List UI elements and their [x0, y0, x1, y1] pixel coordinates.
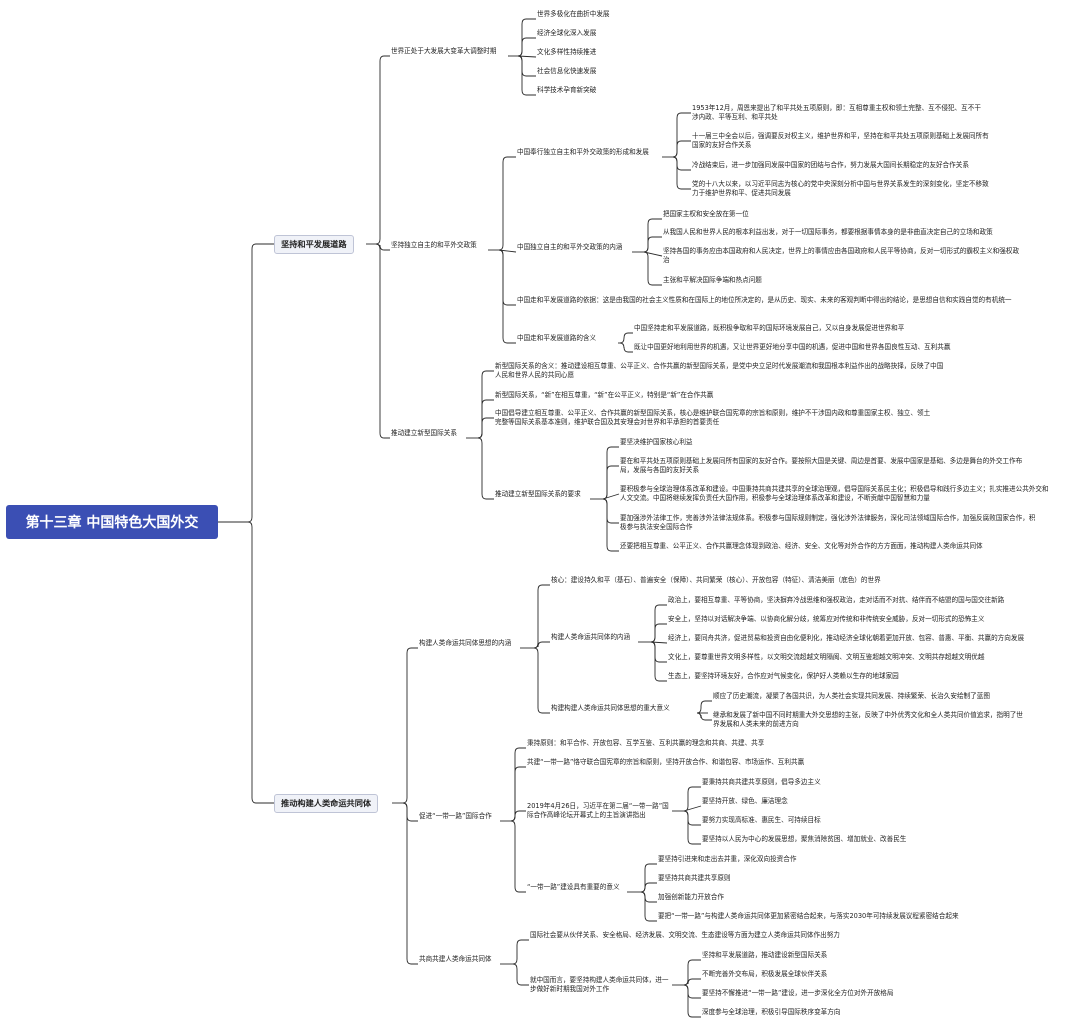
node-requirement-item[interactable]: 还要把相互尊重、公平正义、合作共赢理念体现到政治、经济、安全、文化等对外合作的方…: [620, 542, 983, 550]
node-china-item[interactable]: 不断完善外交布局，积极发展全球伙伴关系: [702, 970, 828, 978]
node-belt-road[interactable]: 促进“一带一路”国际合作: [419, 812, 492, 820]
node-development-meaning[interactable]: 中国走和平发展道路的含义: [517, 334, 597, 342]
node-thought-significance[interactable]: 构建构建人类命运共同体思想的重大意义: [551, 704, 670, 712]
node-world[interactable]: 世界正处于大发展大变革大调整时期: [391, 47, 497, 55]
node-relations-requirements[interactable]: 推动建立新型国际关系的要求: [495, 490, 581, 498]
node-formation-item[interactable]: 1953年12月，周恩来提出了和平共处五项原则，即：互相尊重主权和领土完整、互不…: [692, 104, 981, 121]
node-importance-item[interactable]: 要坚持引进来和走出去并重，深化双向投资合作: [658, 855, 797, 863]
node-requirement-item[interactable]: 要坚决维护国家核心利益: [620, 438, 693, 446]
node-speech-item[interactable]: 要秉持共商共建共享原则，倡导多边主义: [702, 778, 821, 786]
node-speech-item[interactable]: 要坚持以人民为中心的发展思想，聚焦消除贫困、增加就业、改善民生: [702, 835, 907, 843]
node-world-item[interactable]: 社会信息化快速发展: [537, 67, 597, 75]
node-meaning-item[interactable]: 既让中国更好地利用世界的机遇，又让世界更好地分享中国的机遇，促进中国和世界各国良…: [634, 343, 951, 351]
node-policy-content[interactable]: 中国独立自主的和平外交政策的内涵: [517, 243, 623, 251]
node-significance-item[interactable]: 顺应了历史潮流，凝聚了各国共识，为人类社会实现共同发展、持续繁荣、长治久安绘制了…: [713, 692, 990, 700]
node-requirement-item[interactable]: 要积极参与全球治理体系改革和建设。中国秉持共商共建共享的全球治理观，倡导国际关系…: [620, 485, 1049, 502]
node-content-item[interactable]: 把国家主权和安全放在第一位: [663, 210, 749, 218]
node-thought-connotation[interactable]: 构建人类命运共同体的内涵: [551, 633, 631, 641]
node-meaning-item[interactable]: 中国坚持走和平发展道路，既积极争取和平的国际环境发展自己，又以自身发展促进世界和…: [634, 324, 905, 332]
node-thought-core[interactable]: 核心：建设持久和平（基石）、普遍安全（保障）、共同繁荣（核心）、开放包容（特征）…: [551, 576, 881, 584]
node-policy-formation[interactable]: 中国奉行独立自主和平外交政策的形成和发展: [517, 148, 649, 156]
node-requirement-item[interactable]: 要在和平共处五项原则基础上发展同所有国家的友好合作。要按照大国是关键、周边是首要…: [620, 457, 1023, 474]
node-china-item[interactable]: 要坚持不懈推进“一带一路”建设，进一步深化全方位对外开放格局: [702, 989, 894, 997]
node-formation-item[interactable]: 冷战结束后，进一步加强同发展中国家的团结与合作，努力发展大国间长期稳定的友好合作…: [692, 161, 969, 169]
node-china-item[interactable]: 深度参与全球治理，积极引导国际秩序变革方向: [702, 1008, 841, 1016]
node-community-build[interactable]: 共商共建人类命运共同体: [419, 955, 492, 963]
node-speech-item[interactable]: 要坚持开放、绿色、廉洁理念: [702, 797, 788, 805]
node-content-item[interactable]: 坚持各国的事务应由本国政府和人民决定，世界上的事情应由各国政府和人民平等协商，反…: [663, 247, 1020, 264]
node-requirement-item[interactable]: 要加强涉外法律工作，完善涉外法律法规体系。积极参与国际规则制定，强化涉外法律服务…: [620, 514, 1036, 531]
node-formation-item[interactable]: 党的十八大以来，以习近平同志为核心的党中央深刻分析中国与世界关系发生的深刻变化，…: [692, 180, 989, 197]
node-importance-item[interactable]: 要坚持共商共建共享原则: [658, 874, 731, 882]
node-community-intl[interactable]: 国际社会要从伙伴关系、安全格局、经济发展、文明交流、生态建设等方面为建立人类命运…: [530, 931, 840, 939]
node-belt-road-joint[interactable]: 共建“一带一路”恪守联合国宪章的宗旨和原则，坚持开放合作、和谐包容、市场运作、互…: [527, 758, 805, 766]
node-belt-road-speech[interactable]: 2019年4月26日，习近平在第二届“一带一路”国际合作高峰论坛开幕式上的主旨演…: [527, 802, 669, 819]
node-belt-road-importance[interactable]: “一带一路”建设具有重要的意义: [527, 883, 620, 891]
node-world-item[interactable]: 世界多极化在曲折中发展: [537, 10, 610, 18]
node-content-item[interactable]: 主张和平解决国际争端和热点问题: [663, 276, 762, 284]
node-china-item[interactable]: 坚持和平发展道路，推动建设新型国际关系: [702, 951, 828, 959]
node-content-item[interactable]: 从我国人民和世界人民的根本利益出发，对于一切国际事务，都要根据事情本身的是非曲直…: [663, 228, 993, 236]
node-community-thought[interactable]: 构建人类命运共同体思想的内涵: [419, 639, 512, 647]
node-connotation-item[interactable]: 政治上，要相互尊重、平等协商，坚决摒弃冷战思维和强权政治，走对话而不对抗、结伴而…: [668, 596, 1005, 604]
node-relations-item[interactable]: 新型国际关系，“新”在相互尊重，“新”在公平正义，特别是“新”在合作共赢: [495, 391, 714, 399]
root-node[interactable]: 第十三章 中国特色大国外交: [6, 505, 218, 539]
node-belt-road-principle[interactable]: 秉持原则：和平合作、开放包容、互学互鉴、互利共赢的理念和共商、共建、共享: [527, 739, 765, 747]
topic-community-shared-future[interactable]: 推动构建人类命运共同体: [274, 794, 379, 813]
node-world-item[interactable]: 文化多样性持续推进: [537, 48, 597, 56]
node-independent-policy[interactable]: 坚持独立自主的和平外交政策: [391, 241, 477, 249]
node-significance-item[interactable]: 继承和发展了新中国不同时期重大外交思想的主张，反映了中外优秀文化和全人类共同价值…: [713, 711, 1023, 728]
node-new-relations[interactable]: 推动建立新型国际关系: [391, 429, 457, 437]
node-formation-item[interactable]: 十一届三中全会以后，强调要反对权主义，维护世界和平，坚持在和平共处五项原则基础上…: [692, 132, 989, 149]
node-connotation-item[interactable]: 安全上，坚持以对话解决争端、以协商化解分歧，统筹应对传统和非传统安全威胁，反对一…: [668, 615, 985, 623]
node-relations-item[interactable]: 新型国际关系的含义：推动建设相互尊重、公平正义、合作共赢的新型国际关系，是党中央…: [495, 362, 944, 379]
node-speech-item[interactable]: 要努力实现高标准、惠民生、可持续目标: [702, 816, 821, 824]
node-world-item[interactable]: 经济全球化深入发展: [537, 29, 597, 37]
node-importance-item[interactable]: 要把“一带一路”与构建人类命运共同体更加紧密结合起来，与落实2030年可持续发展…: [658, 912, 959, 920]
node-connotation-item[interactable]: 经济上，要同舟共济，促进贸易和投资自由化便利化，推动经济全球化朝着更加开放、包容…: [668, 634, 1025, 642]
node-relations-item[interactable]: 中国倡导建立相互尊重、公平正义、合作共赢的新型国际关系，核心是维护联合国宪章的宗…: [495, 409, 931, 426]
node-world-item[interactable]: 科学技术孕育新突破: [537, 86, 597, 94]
node-connotation-item[interactable]: 生态上，要坚持环境友好，合作应对气候变化，保护好人类赖以生存的地球家园: [668, 672, 899, 680]
topic-peaceful-development[interactable]: 坚持和平发展道路: [274, 235, 354, 254]
node-connotation-item[interactable]: 文化上，要尊重世界文明多样性，以文明交流超越文明隔阂、文明互鉴超越文明冲突、文明…: [668, 653, 985, 661]
node-community-china[interactable]: 就中国而言，要坚持构建人类命运共同体，进一步做好新时期我国对外工作: [530, 976, 669, 993]
node-development-basis[interactable]: 中国走和平发展道路的依据：这是由我国的社会主义性质和在国际上的地位所决定的，是从…: [517, 296, 1012, 304]
node-importance-item[interactable]: 加强创新能力开放合作: [658, 893, 724, 901]
